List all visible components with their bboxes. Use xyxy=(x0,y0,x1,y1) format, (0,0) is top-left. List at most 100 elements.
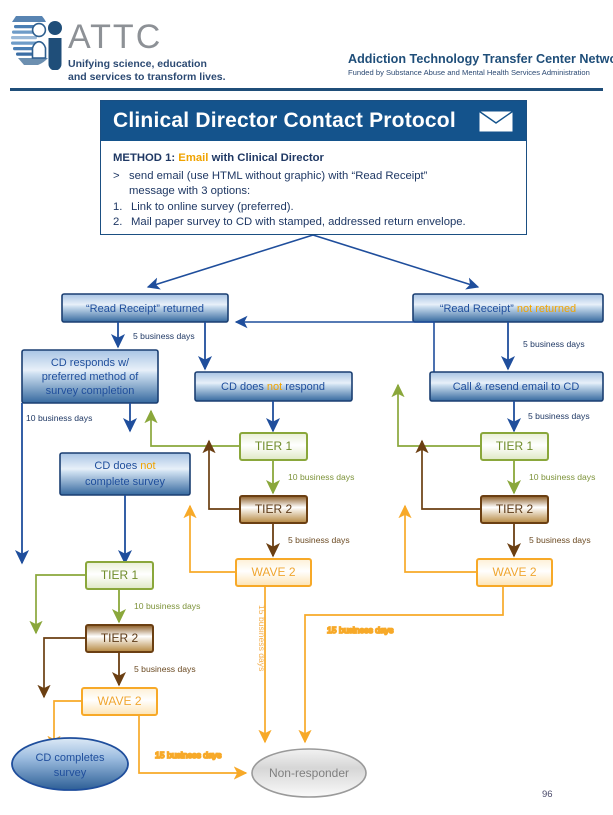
edge-tier2-wave2-right: 5 business days xyxy=(506,523,591,558)
bullet-text: send email (use HTML without graphic) wi… xyxy=(129,169,427,200)
edge-wave2-mid-to-nonresponder: 15 business days xyxy=(257,586,272,744)
edge-tier2-left-down xyxy=(37,637,86,699)
node-label-plain: CD does xyxy=(94,460,140,472)
network-title: Addiction Technology Transfer Center Net… xyxy=(348,52,613,66)
flowchart: “Read Receipt” returned “Read Receipt” n… xyxy=(11,235,604,798)
numbered-item-1: 1. Link to online survey (preferred). xyxy=(113,200,514,216)
network-funding-note: Funded by Substance Abuse and Mental Hea… xyxy=(348,68,590,77)
item2-number: 2. xyxy=(113,216,123,228)
attc-tagline-line2: and services to transform lives. xyxy=(68,71,226,83)
svg-text:CD does not respond: CD does not respond xyxy=(221,381,325,393)
node-label: Non-responder xyxy=(269,766,349,780)
node-label-line3: survey completion xyxy=(46,385,135,397)
node-label: TIER 1 xyxy=(101,568,139,582)
edge-label: 10 business days xyxy=(26,413,92,423)
item2-text: Mail paper survey to CD with stamped, ad… xyxy=(131,216,466,228)
edge-wave2-mid-feedback xyxy=(183,504,236,573)
edge-label: 15 business days xyxy=(155,750,221,760)
node-label: WAVE 2 xyxy=(97,694,141,708)
node-label-tail: respond xyxy=(282,381,325,393)
edge-tier1-tier2-left: 10 business days xyxy=(111,589,200,624)
node-label: TIER 2 xyxy=(101,631,139,645)
attc-logo-icon xyxy=(10,10,62,70)
node-read-receipt-not-returned[interactable]: “Read Receipt” not returned xyxy=(412,293,604,323)
page-number: 96 xyxy=(542,789,553,800)
method-suffix: with Clinical Director xyxy=(211,152,324,164)
edge-wave2-right-to-nonresponder: 15 business days xyxy=(298,586,504,744)
node-label-accent: not xyxy=(140,460,155,472)
node-label-plain: “Read Receipt” xyxy=(440,303,517,315)
node-tier2-left[interactable]: TIER 2 xyxy=(85,624,154,653)
edge-tier1-tier2-right: 10 business days xyxy=(506,460,595,495)
node-read-receipt-returned[interactable]: “Read Receipt” returned xyxy=(61,293,229,323)
edge-tier2-wave2-mid: 5 business days xyxy=(265,523,350,558)
node-label: TIER 1 xyxy=(255,439,293,453)
panel-body: METHOD 1: Email with Clinical Director >… xyxy=(101,141,526,231)
edge-label: 5 business days xyxy=(133,331,195,341)
edge-tier2-mid-feedback xyxy=(202,439,240,510)
edge-label: 5 business days xyxy=(134,664,196,674)
edge-tier1-left-down xyxy=(29,574,86,635)
edge-label: 5 business days xyxy=(529,535,591,545)
edge-tier2-right-feedback xyxy=(415,439,481,510)
node-tier1-right[interactable]: TIER 1 xyxy=(480,432,549,461)
bullet-line1: send email (use HTML without graphic) wi… xyxy=(129,169,428,182)
bullet-line2: message with 3 options: xyxy=(129,185,251,197)
envelope-icon xyxy=(478,110,514,133)
edge-tier2-wave2-left: 5 business days xyxy=(111,652,196,687)
edge-rr-returned-down: 5 business days xyxy=(110,322,195,349)
method-prefix: METHOD 1: xyxy=(113,152,176,164)
edge-label: 15 business days xyxy=(327,625,393,635)
edge-label: 10 business days xyxy=(529,472,595,482)
edge-label: 15 business days xyxy=(257,605,267,671)
node-tier1-left[interactable]: TIER 1 xyxy=(85,561,154,590)
node-label: Call & resend email to CD xyxy=(453,381,580,393)
edge-panel-split xyxy=(146,235,480,290)
svg-text:“Read Receipt” not returned: “Read Receipt” not returned xyxy=(440,303,576,315)
node-cd-responds[interactable]: CD responds w/ preferred method of surve… xyxy=(21,349,159,404)
node-label: TIER 2 xyxy=(496,502,534,516)
bullet-item: > send email (use HTML without graphic) … xyxy=(113,169,514,200)
node-label-line2: complete survey xyxy=(85,476,166,488)
numbered-item-2: 2. Mail paper survey to CD with stamped,… xyxy=(113,215,514,231)
node-label: TIER 2 xyxy=(255,502,293,516)
edge-label: 5 business days xyxy=(528,411,590,421)
node-label-plain: CD does xyxy=(221,381,267,393)
protocol-panel: Clinical Director Contact Protocol METHO… xyxy=(100,100,527,235)
node-tier2-mid[interactable]: TIER 2 xyxy=(239,495,308,524)
node-tier2-right[interactable]: TIER 2 xyxy=(480,495,549,524)
node-label-line1: CD completes xyxy=(35,752,105,764)
node-label: “Read Receipt” returned xyxy=(86,303,204,315)
node-cd-does-not-respond[interactable]: CD does not respond xyxy=(194,371,353,402)
svg-text:CD does not: CD does not xyxy=(94,460,155,472)
node-cd-completes-survey[interactable]: CD completes survey xyxy=(11,737,129,791)
node-cd-not-complete-survey[interactable]: CD does not complete survey xyxy=(59,452,191,496)
node-tier1-mid[interactable]: TIER 1 xyxy=(239,432,308,461)
bullet-marker: > xyxy=(113,169,120,182)
edge-tier1-right-feedback xyxy=(391,383,481,447)
node-wave2-left[interactable]: WAVE 2 xyxy=(81,687,158,716)
node-label-line2: preferred method of xyxy=(42,371,140,383)
edge-tier1-mid-feedback xyxy=(144,409,240,447)
edge-label: 10 business days xyxy=(134,601,200,611)
method-heading: METHOD 1: Email with Clinical Director xyxy=(113,151,514,167)
node-wave2-right[interactable]: WAVE 2 xyxy=(476,558,553,587)
item1-text: Link to online survey (preferred). xyxy=(131,200,294,213)
edge-tier1-tier2-mid: 10 business days xyxy=(265,460,354,495)
edge-cd-responds-to-not-complete: 10 business days xyxy=(26,403,138,433)
node-call-resend[interactable]: Call & resend email to CD xyxy=(429,371,604,402)
node-wave2-mid[interactable]: WAVE 2 xyxy=(235,558,312,587)
node-label-line2: survey xyxy=(54,767,87,779)
panel-title-bar: Clinical Director Contact Protocol xyxy=(101,101,526,141)
edge-label: 5 business days xyxy=(523,339,585,349)
node-label-accent: not returned xyxy=(517,303,576,315)
method-accent: Email xyxy=(178,152,209,164)
edge-label: 10 business days xyxy=(288,472,354,482)
node-label-accent: not xyxy=(267,381,282,393)
edge-cdcompletes-to-nonresponder: 15 business days xyxy=(138,715,248,780)
edge-call-resend-to-tier1: 5 business days xyxy=(506,401,590,433)
node-non-responder[interactable]: Non-responder xyxy=(251,748,367,798)
page-header: ATTC Unifying science, education and ser… xyxy=(0,0,613,91)
page-title: Clinical Director Contact Protocol xyxy=(113,109,456,132)
edge-label: 5 business days xyxy=(288,535,350,545)
